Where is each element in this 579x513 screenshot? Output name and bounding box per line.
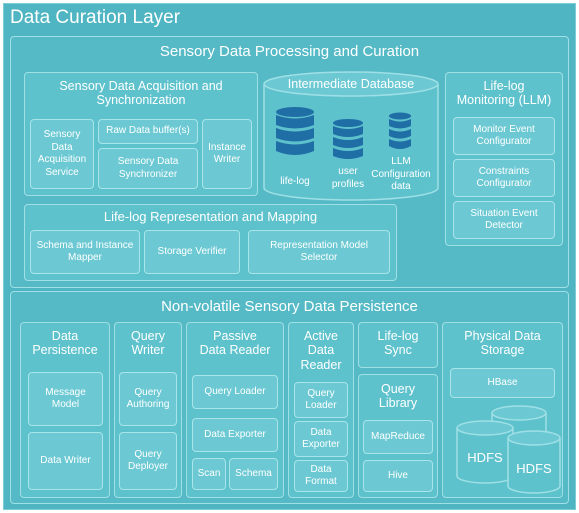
passive-query-loader: Query Loader: [192, 375, 278, 409]
llm-config-db-label: LLM Configuration data: [371, 156, 431, 192]
user-profiles-db-label: user profiles: [331, 166, 365, 190]
storage-verifier: Storage Verifier: [144, 230, 240, 274]
persistence-title: Non-volatile Sensory Data Persistence: [161, 298, 418, 315]
hdfs-cylinder-right: [507, 430, 561, 494]
query-deployer: Query Deployer: [119, 432, 177, 490]
representation-mapping-title: Life-log Representation and Mapping: [103, 209, 318, 224]
mapreduce: MapReduce: [363, 420, 433, 454]
lifelog-monitoring-title: Life-log Monitoring (LLM): [456, 79, 552, 108]
schema-instance-mapper: Schema and Instance Mapper: [30, 230, 140, 274]
lifelog-db-label: life-log: [280, 176, 310, 187]
message-model: Message Model: [28, 372, 103, 426]
acquisition-service: Sensory Data Acquisition Service: [30, 119, 94, 189]
user-profiles-db-icon: [333, 119, 363, 159]
raw-data-buffer: Raw Data buffer(s): [98, 119, 198, 144]
passive-reader-title: Passive Data Reader: [199, 329, 271, 358]
monitor-event-configurator: Monitor Event Configurator: [453, 117, 555, 155]
passive-scan: Scan: [192, 458, 226, 490]
data-synchronizer: Sensory Data Synchronizer: [98, 148, 198, 189]
acquisition-title: Sensory Data Acquisition and Synchroniza…: [59, 79, 223, 108]
passive-schema: Schema: [229, 458, 278, 490]
lifelog-sync-box: Life-log Sync: [358, 322, 438, 368]
lifelog-sync-title: Life-log Sync: [377, 329, 419, 358]
layer-title: Data Curation Layer: [10, 7, 181, 28]
instance-writer: Instance Writer: [202, 119, 252, 189]
active-data-format: Data Format: [294, 460, 348, 492]
situation-event-detector: Situation Event Detector: [453, 201, 555, 239]
query-library-title: Query Library: [378, 382, 418, 411]
hbase: HBase: [450, 368, 555, 398]
database-title: Intermediate Database: [287, 77, 415, 91]
active-query-loader: Query Loader: [294, 382, 348, 418]
physical-storage-title: Physical Data Storage: [464, 329, 541, 358]
constraints-configurator: Constraints Configurator: [453, 159, 555, 197]
hive: Hive: [363, 460, 433, 492]
representation-model-selector: Representation Model Selector: [248, 230, 390, 274]
llm-config-db-icon: [389, 112, 411, 149]
passive-data-exporter: Data Exporter: [192, 418, 278, 452]
lifelog-db-icon: [276, 107, 314, 155]
query-authoring: Query Authoring: [119, 372, 177, 426]
processing-curation-title: Sensory Data Processing and Curation: [159, 43, 420, 60]
active-data-exporter: Data Exporter: [294, 421, 348, 457]
data-writer: Data Writer: [28, 432, 103, 490]
hdfs-label-left: HDFS: [467, 450, 503, 465]
query-writer-title: Query Writer: [130, 329, 166, 358]
hdfs-label-right: HDFS: [516, 461, 552, 476]
data-persistence-title: Data Persistence: [32, 329, 98, 358]
active-reader-title: Active Data Reader: [300, 329, 342, 372]
